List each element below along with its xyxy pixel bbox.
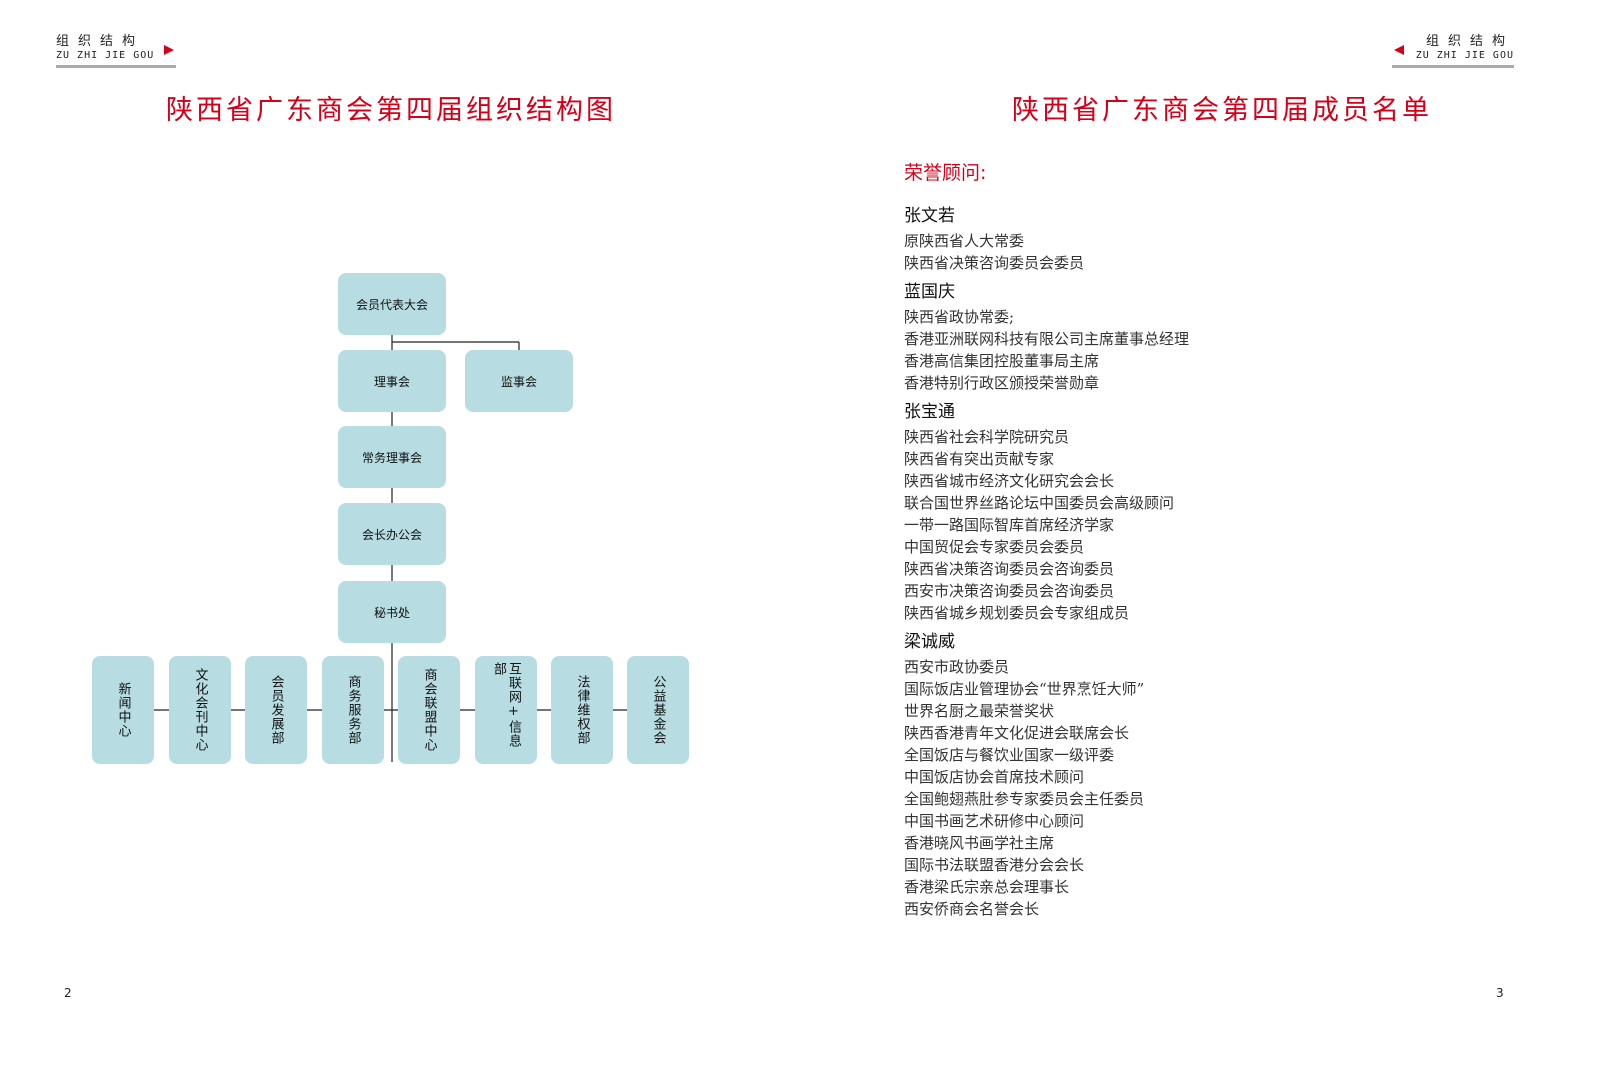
header-tag-cn: 组织结构	[1425, 34, 1514, 49]
member-title: 香港梁氏宗亲总会理事长	[904, 878, 1070, 896]
member-name: 梁诚威	[904, 632, 955, 652]
member-name: 张文若	[904, 206, 955, 226]
page-number: 3	[1496, 986, 1504, 1000]
node-assembly: 会员代表大会	[338, 273, 446, 335]
member-title: 世界名厨之最荣誉奖状	[904, 702, 1055, 720]
dept-node: 商务服务部	[322, 656, 384, 764]
dept-node: 法律维权部	[551, 656, 613, 764]
page-number: 2	[64, 986, 72, 1000]
header-tag-pinyin: ZU ZHI JIE GOU	[1415, 50, 1514, 61]
dept-node: 公益基金会	[627, 656, 689, 764]
member-title: 原陕西省人大常委	[904, 232, 1025, 250]
header-rule	[56, 65, 176, 68]
node-council: 理事会	[338, 350, 446, 412]
node-president-office: 会长办公会	[338, 503, 446, 565]
section-title: 荣誉顾问:	[904, 162, 987, 184]
dept-node: 会员发展部	[245, 656, 307, 764]
member-title: 陕西省城乡规划委员会专家组成员	[904, 604, 1130, 622]
member-title: 香港亚洲联网科技有限公司主席董事总经理	[904, 330, 1190, 348]
member-title: 陕西省社会科学院研究员	[904, 428, 1070, 446]
triangle-left-icon	[1394, 45, 1404, 55]
member-title: 陕西省有突出贡献专家	[904, 450, 1055, 468]
dept-node: 新闻中心	[92, 656, 154, 764]
member-title: 陕西省决策咨询委员会委员	[904, 254, 1085, 272]
members-container: 张文若原陕西省人大常委陕西省决策咨询委员会委员蓝国庆陕西省政协常委; 香港亚洲联网…	[904, 204, 1504, 920]
dept-node: 商会联盟中心	[398, 656, 460, 764]
right-page: 组织结构 ZU ZHI JIE GOU 陕西省广东商会第四届成员名单 荣誉顾问:…	[800, 0, 1599, 1065]
header-tag-pinyin: ZU ZHI JIE GOU	[56, 50, 155, 61]
header-rule	[1392, 65, 1514, 68]
member-title: 陕西省政协常委;	[904, 308, 1015, 326]
triangle-right-icon	[164, 45, 174, 55]
member-name: 蓝国庆	[904, 282, 955, 302]
member-title: 中国书画艺术研修中心顾问	[904, 812, 1085, 830]
member-title: 国际书法联盟香港分会会长	[904, 856, 1085, 874]
member-title: 香港特别行政区颁授荣誉勋章	[904, 374, 1100, 392]
member-entry: 张文若原陕西省人大常委陕西省决策咨询委员会委员	[904, 204, 1504, 274]
node-secretariat: 秘书处	[338, 581, 446, 643]
member-title: 西安市政协委员	[904, 658, 1010, 676]
member-title: 陕西省城市经济文化研究会会长	[904, 472, 1115, 490]
member-entry: 张宝通陕西省社会科学院研究员陕西省有突出贡献专家陕西省城市经济文化研究会会长联合…	[904, 400, 1504, 624]
page-title: 陕西省广东商会第四届组织结构图	[166, 95, 616, 126]
page-title: 陕西省广东商会第四届成员名单	[1012, 95, 1432, 126]
member-title: 中国饭店协会首席技术顾问	[904, 768, 1085, 786]
member-title: 西安市决策咨询委员会咨询委员	[904, 582, 1115, 600]
member-title: 全国饭店与餐饮业国家一级评委	[904, 746, 1115, 764]
member-title: 全国鲍翅燕肚参专家委员会主任委员	[904, 790, 1145, 808]
member-title: 一带一路国际智库首席经济学家	[904, 516, 1115, 534]
dept-node: 文化会刊中心	[169, 656, 231, 764]
header-tag-cn: 组织结构	[56, 34, 145, 49]
member-title: 西安侨商会名誉会长	[904, 900, 1040, 918]
member-name: 张宝通	[904, 402, 955, 422]
member-title: 陕西香港青年文化促进会联席会长	[904, 724, 1130, 742]
node-supervisory: 监事会	[465, 350, 573, 412]
member-title: 中国贸促会专家委员会委员	[904, 538, 1085, 556]
member-title: 国际饭店业管理协会“世界烹饪大师”	[904, 680, 1145, 698]
member-title: 陕西省决策咨询委员会咨询委员	[904, 560, 1115, 578]
member-title: 香港高信集团控股董事局主席	[904, 352, 1100, 370]
member-entry: 蓝国庆陕西省政协常委; 香港亚洲联网科技有限公司主席董事总经理香港高信集团控股董事…	[904, 280, 1504, 394]
member-title: 香港晓风书画学社主席	[904, 834, 1055, 852]
member-title: 联合国世界丝路论坛中国委员会高级顾问	[904, 494, 1175, 512]
left-page: 组织结构 ZU ZHI JIE GOU 陕西省广东商会第四届组织结构图 会员代表…	[0, 0, 799, 1065]
member-list: 荣誉顾问: 张文若原陕西省人大常委陕西省决策咨询委员会委员蓝国庆陕西省政协常委;…	[904, 160, 1504, 926]
dept-node: 互联网+信息部	[475, 656, 537, 764]
member-entry: 梁诚威西安市政协委员国际饭店业管理协会“世界烹饪大师” 世界名厨之最荣誉奖状陕西香…	[904, 630, 1504, 920]
node-standing-council: 常务理事会	[338, 426, 446, 488]
